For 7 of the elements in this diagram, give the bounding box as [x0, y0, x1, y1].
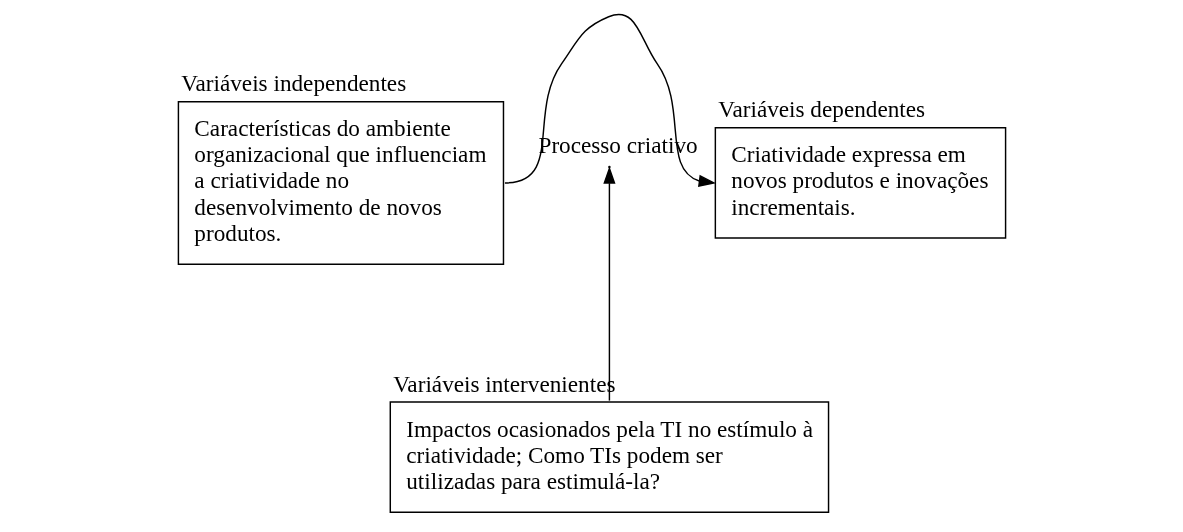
node-box: Criatividade expressa em novos produtos e inovações incrementais. [714, 127, 1006, 239]
node-label: Variáveis dependentes [717, 96, 925, 123]
node-box: Impactos ocasionados pela TI no estímulo à criatividade; Como TIs podem ser utilizadas para estimulá-la? [389, 401, 829, 514]
node-box: Características do ambiente organizacional que influenciam a criatividade no desenvolvimento de novos produtos. [177, 100, 504, 265]
node-label: Variáveis independentes [180, 70, 406, 97]
arrow [503, 13, 716, 187]
arrow [602, 166, 615, 402]
